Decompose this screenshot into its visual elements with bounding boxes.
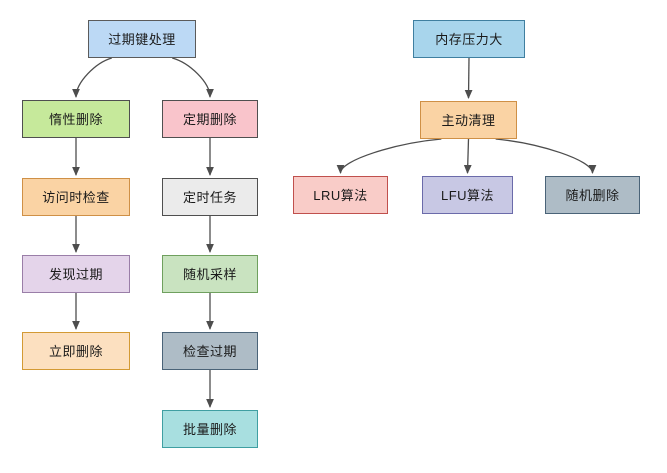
edge-r1-to-r2 [464, 57, 473, 100]
node-active-eviction[interactable]: 主动清理 [420, 101, 517, 139]
node-immediate-delete[interactable]: 立即删除 [22, 332, 130, 370]
node-lazy-delete[interactable]: 惰性删除 [22, 100, 130, 138]
node-random-sampling[interactable]: 随机采样 [162, 255, 258, 293]
edge-n1-to-n3 [172, 57, 214, 99]
node-periodic-delete[interactable]: 定期删除 [162, 100, 258, 138]
edge-r2-to-r3 [336, 138, 442, 175]
edge-r2-to-r5 [495, 138, 597, 175]
node-check-on-access[interactable]: 访问时检查 [22, 178, 130, 216]
edge-r2-to-r4 [463, 138, 472, 175]
node-scheduled-task[interactable]: 定时任务 [162, 178, 258, 216]
node-random-delete[interactable]: 随机删除 [545, 176, 640, 214]
node-memory-pressure[interactable]: 内存压力大 [413, 20, 525, 58]
node-check-expiry[interactable]: 检查过期 [162, 332, 258, 370]
edge-n1-to-n2 [72, 57, 112, 99]
node-lfu-algorithm[interactable]: LFU算法 [422, 176, 513, 214]
node-batch-delete[interactable]: 批量删除 [162, 410, 258, 448]
node-expired-key-handling[interactable]: 过期键处理 [88, 20, 196, 58]
node-found-expired[interactable]: 发现过期 [22, 255, 130, 293]
node-lru-algorithm[interactable]: LRU算法 [293, 176, 388, 214]
